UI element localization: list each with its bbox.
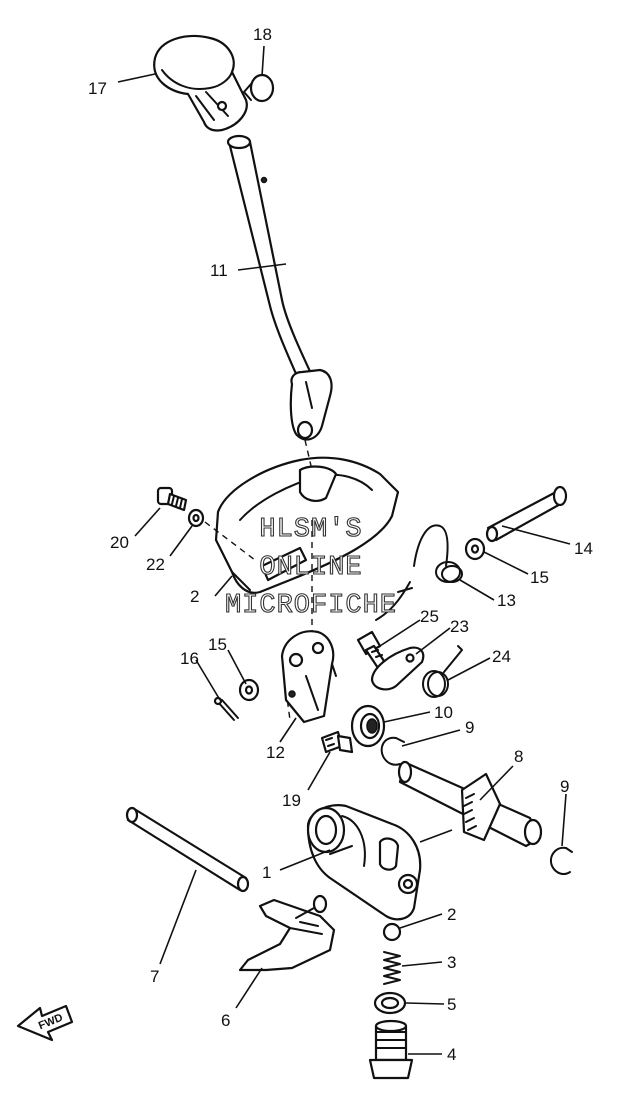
callout-2-lower: 2 [447,905,456,924]
part-oil-seal [350,704,386,748]
callout-10: 10 [434,703,453,722]
callout-24: 24 [492,647,511,666]
part-stopper-plate [370,646,425,691]
callout-23: 23 [450,617,469,636]
callout-16: 16 [180,649,199,668]
callout-9-upper: 9 [465,718,474,737]
callout-5: 5 [447,995,456,1014]
callout-3: 3 [447,953,456,972]
part-shift-shaft [397,760,543,848]
part-spring [383,951,401,985]
callout-11: 11 [210,261,228,280]
part-bolt-arm [320,730,354,754]
callout-7: 7 [150,967,159,986]
fwd-direction-marker: FWD [16,1004,74,1042]
part-shift-guide [214,456,400,594]
callout-1: 1 [262,863,271,882]
callout-18: 18 [253,25,272,44]
watermark-line-3: MICROFICHE [225,591,397,621]
part-bolt-upper [156,486,188,512]
part-shift-arm [280,630,337,724]
callout-15-left: 15 [208,635,227,654]
part-shift-knob [153,34,248,132]
part-circlip-upper [380,736,405,766]
callout-14: 14 [574,539,593,558]
callout-19: 19 [282,791,301,810]
part-washer-upper [187,508,205,528]
part-coil-spring [422,645,463,698]
part-shift-lever [226,134,333,441]
part-cap [243,73,275,103]
part-torsion-spring [375,524,463,621]
callout-20: 20 [110,533,129,552]
callout-9-right: 9 [560,777,569,796]
part-ball [382,922,402,942]
callout-12: 12 [266,743,285,762]
part-gasket [373,991,407,1015]
callout-2-upper: 2 [190,587,199,606]
callout-22: 22 [146,555,165,574]
leader-lines [117,45,571,1055]
part-washer-right [464,537,486,561]
watermark-line-2: ONLINE [259,553,362,583]
callout-8: 8 [514,747,523,766]
part-washer-left [238,678,260,702]
callout-4: 4 [447,1045,456,1064]
callout-25: 25 [420,607,439,626]
watermark: HLSM'S ONLINE MICROFICHE [224,514,397,621]
part-plug [368,1019,414,1080]
part-shift-drum [306,804,422,921]
callout-17: 17 [88,79,107,98]
part-shift-fork [238,894,336,972]
part-circlip-right [550,846,573,875]
callout-13: 13 [497,591,516,610]
callout-6: 6 [221,1011,230,1030]
watermark-line-1: HLSM'S [259,515,362,545]
callout-15-right: 15 [530,568,549,587]
part-cotter-pin [213,696,239,721]
part-guide-bar [125,806,250,893]
